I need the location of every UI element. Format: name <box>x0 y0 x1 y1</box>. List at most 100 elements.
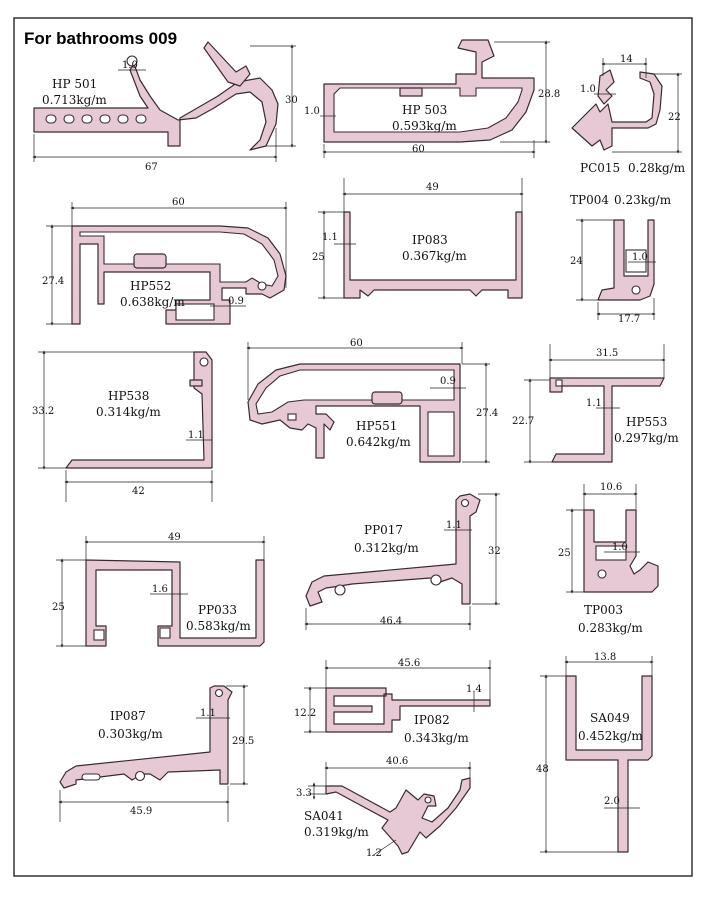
ip087-width-dim: 45.9 <box>130 806 152 817</box>
hp501-width-dim: 67 <box>145 162 158 173</box>
hp538-wall-dim: 1.1 <box>188 430 204 441</box>
hp503-width-dim: 60 <box>412 144 425 155</box>
tp004-weight: 0.23kg/m <box>614 193 672 207</box>
tp004-code: TP004 <box>570 193 609 207</box>
ip082-height-dim: 12.2 <box>294 708 316 719</box>
sa049-height-dim: 48 <box>536 764 549 775</box>
pc015-code: PC015 <box>580 161 620 175</box>
sa041-section <box>325 777 471 855</box>
profile-ip082: IP082 0.343kg/m 45.6 12.2 1.4 <box>294 658 492 745</box>
ip082-weight: 0.343kg/m <box>404 731 469 745</box>
profile-tp004: TP004 0.23kg/m 24 17.7 1.0 <box>570 193 672 325</box>
hp553-code: HP553 <box>626 415 667 429</box>
hp501-wall-dim: 1.0 <box>122 60 138 71</box>
ip082-code: IP082 <box>414 713 450 727</box>
profile-sa041: SA041 0.319kg/m 40.6 3.3 1.2 <box>296 756 472 859</box>
pp033-section <box>85 559 265 647</box>
hp551-width-dim: 60 <box>350 338 363 349</box>
pc015-width-dim: 14 <box>620 54 633 65</box>
hp503-weight: 0.593kg/m <box>392 119 457 133</box>
hp551-height-dim: 27.4 <box>476 408 498 419</box>
sa049-code: SA049 <box>590 711 630 725</box>
hp538-height-dim: 33.2 <box>32 406 54 417</box>
pp033-width-dim: 49 <box>168 532 181 543</box>
pc015-wall-dim: 1.0 <box>580 84 596 95</box>
pp033-wall-dim: 1.6 <box>152 584 168 595</box>
ip083-code: IP083 <box>412 233 448 247</box>
hp552-width-dim: 60 <box>172 197 185 208</box>
hp553-height-dim: 22.7 <box>512 416 534 427</box>
profile-hp538: HP538 0.314kg/m 33.2 42 1.1 <box>32 350 214 502</box>
ip083-weight: 0.367kg/m <box>402 249 467 263</box>
tp004-wall-dim: 1.0 <box>632 252 648 263</box>
hp501-section <box>33 63 279 151</box>
hp551-weight: 0.642kg/m <box>346 435 411 449</box>
hp552-code: HP552 <box>130 279 171 293</box>
profile-pc015: PC015 0.28kg/m 14 22 1.0 <box>571 54 686 175</box>
tp003-weight: 0.283kg/m <box>578 621 643 635</box>
hp553-weight: 0.297kg/m <box>614 431 679 445</box>
hp553-width-dim: 31.5 <box>596 348 618 359</box>
hp553-wall-dim: 1.1 <box>586 398 602 409</box>
profile-hp553: HP553 0.297kg/m 31.5 22.7 1.1 <box>512 344 679 464</box>
ip087-weight: 0.303kg/m <box>98 727 163 741</box>
hp552-wall-dim: 0.9 <box>228 296 244 307</box>
tp004-width-dim: 17.7 <box>618 314 640 325</box>
hp551-code: HP551 <box>356 419 397 433</box>
pc015-height-dim: 22 <box>668 112 681 123</box>
hp503-wall-dim: 1.0 <box>304 106 320 117</box>
tp003-height-dim: 25 <box>558 548 571 559</box>
ip083-wall-dim: 1.1 <box>322 232 338 243</box>
pp017-weight: 0.312kg/m <box>354 541 419 555</box>
hp538-code: HP538 <box>108 389 149 403</box>
pp017-wall-dim: 1.1 <box>446 520 462 531</box>
hp553-section <box>549 377 665 463</box>
pp017-width-dim: 46.4 <box>380 616 402 627</box>
pp033-code: PP033 <box>198 603 237 617</box>
tp003-code: TP003 <box>584 603 623 617</box>
profile-pp017: PP017 0.312kg/m 32 46.4 1.1 <box>304 492 501 630</box>
tp004-section <box>597 219 655 301</box>
profile-hp501: HP 501 0.713kg/m 67 30 1.0 <box>32 41 298 173</box>
sa041-weight: 0.319kg/m <box>304 825 369 839</box>
hp501-arm <box>203 41 251 87</box>
tp003-wall-dim: 1.0 <box>612 542 628 553</box>
sa041-wall-dim: 1.2 <box>366 848 382 859</box>
ip082-wall-dim: 1.4 <box>466 684 482 695</box>
ip083-section <box>343 211 523 299</box>
sa041-width-dim: 40.6 <box>386 756 408 767</box>
hp503-height-dim: 28.8 <box>538 89 560 100</box>
hp538-width-dim: 42 <box>132 486 145 497</box>
sa049-weight: 0.452kg/m <box>578 729 643 743</box>
pp017-height-dim: 32 <box>488 546 501 557</box>
sa041-code: SA041 <box>304 809 344 823</box>
pp033-weight: 0.583kg/m <box>186 619 251 633</box>
hp552-height-dim: 27.4 <box>42 276 64 287</box>
ip087-code: IP087 <box>110 709 146 723</box>
profile-hp503: HP 503 0.593kg/m 60 28.8 1.0 <box>304 39 560 158</box>
hp501-weight: 0.713kg/m <box>42 93 107 107</box>
hp501-height-dim: 30 <box>285 95 298 106</box>
profile-hp552: HP552 0.638kg/m 60 27.4 0.9 <box>42 197 288 326</box>
tp003-width-dim: 10.6 <box>600 482 622 493</box>
sheet-border <box>13 17 693 877</box>
pc015-section <box>571 71 663 151</box>
hp503-code: HP 503 <box>402 103 447 117</box>
hp538-weight: 0.314kg/m <box>96 405 161 419</box>
hp501-code: HP 501 <box>52 77 97 91</box>
profile-ip083: IP083 0.367kg/m 49 25 1.1 <box>312 178 524 300</box>
ip082-section <box>325 687 491 733</box>
tp004-height-dim: 24 <box>570 256 583 267</box>
pp017-code: PP017 <box>364 523 403 537</box>
profile-sa049: SA049 0.452kg/m 13.8 48 2.0 <box>536 652 654 854</box>
hp538-section <box>65 351 213 469</box>
ip083-width-dim: 49 <box>426 182 439 193</box>
pc015-weight: 0.28kg/m <box>628 161 686 175</box>
sa049-wall-dim: 2.0 <box>604 796 620 807</box>
page-title: For bathrooms 009 <box>24 29 177 48</box>
hp501-bead <box>126 55 138 67</box>
ip087-height-dim: 29.5 <box>232 736 254 747</box>
ip087-wall-dim: 1.1 <box>200 708 216 719</box>
